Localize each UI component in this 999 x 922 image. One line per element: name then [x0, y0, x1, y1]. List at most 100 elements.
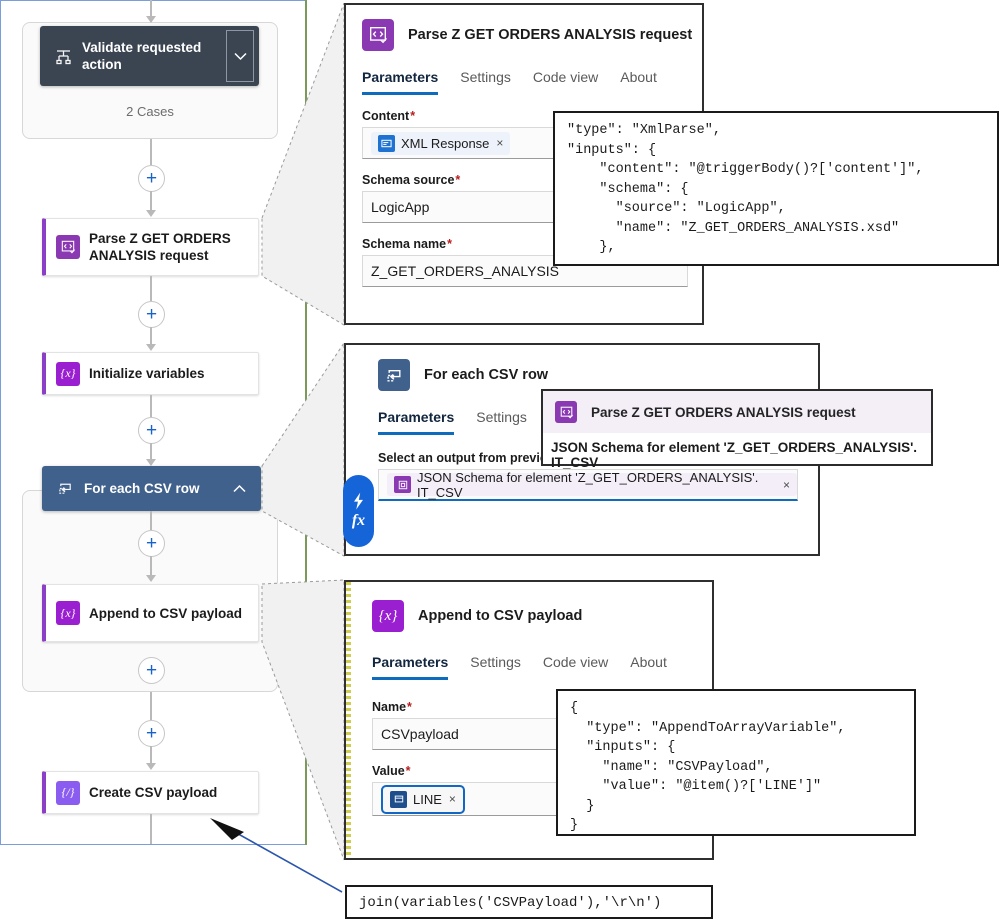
connector-arrow	[146, 16, 156, 23]
action-title-initialize-variables: Initialize variables	[89, 366, 205, 381]
add-step-button[interactable]: +	[138, 657, 165, 684]
connector-line	[150, 511, 152, 530]
token-line[interactable]: LINE ×	[381, 784, 465, 814]
remove-token-button[interactable]: ×	[448, 792, 456, 806]
chevron-down-icon	[233, 52, 247, 60]
switch-collapse-button[interactable]	[226, 30, 254, 82]
field-label-name: Name*	[372, 700, 712, 714]
remove-token-button[interactable]: ×	[496, 136, 504, 150]
tab-parameters[interactable]: Parameters	[378, 409, 455, 435]
panel-parse-title: Parse Z GET ORDERS ANALYSIS request	[408, 27, 693, 43]
panel-append-title: Append to CSV payload	[418, 608, 583, 624]
add-step-button[interactable]: +	[138, 417, 165, 444]
foreach-collapse-button[interactable]	[226, 484, 252, 493]
foreach-action-card[interactable]: For each CSV row	[42, 466, 261, 511]
tooltip-body: JSON Schema for element 'Z_GET_ORDERS_AN…	[551, 440, 918, 470]
tab-code-view[interactable]: Code view	[532, 69, 599, 85]
panel-append-tabs: Parameters Settings Code view About	[346, 632, 712, 680]
connector-line	[150, 443, 152, 460]
action-card-initialize-variables[interactable]: {x} Initialize variables	[42, 352, 259, 395]
connector-arrow	[146, 459, 156, 466]
compose-icon: {/}	[56, 780, 80, 805]
loop-icon	[378, 359, 410, 391]
required-marker: *	[405, 764, 411, 778]
panel-append-header: {x} Append to CSV payload	[346, 582, 712, 632]
required-marker: *	[447, 237, 452, 251]
field-label-schema-name: Schema name*	[362, 237, 702, 251]
action-title-parse: Parse Z GET ORDERS ANALYSIS request	[89, 231, 231, 263]
required-marker: *	[410, 109, 416, 123]
connector-arrow	[146, 763, 156, 770]
xml-parse-icon	[362, 19, 394, 51]
panel-foreach-title: For each CSV row	[424, 367, 549, 383]
fx-label: fx	[351, 512, 366, 529]
panel-parse-header: Parse Z GET ORDERS ANALYSIS request	[346, 5, 702, 51]
panel-foreach-header: For each CSV row	[346, 345, 818, 391]
connector-line	[150, 814, 152, 844]
token-label: JSON Schema for element 'Z_GET_ORDERS_AN…	[417, 469, 759, 500]
tab-settings[interactable]: Settings	[470, 654, 521, 670]
label-text: Content	[362, 109, 410, 123]
required-marker: *	[407, 700, 412, 714]
dynamic-content-button[interactable]: fx	[343, 475, 374, 547]
connector-line	[150, 0, 152, 18]
action-card-append-to-csv-payload[interactable]: {x} Append to CSV payload	[42, 584, 259, 642]
foreach-title: For each CSV row	[84, 481, 200, 496]
tab-code-view[interactable]: Code view	[542, 654, 609, 670]
tab-parameters[interactable]: Parameters	[362, 69, 439, 95]
xml-response-icon	[378, 134, 395, 152]
panel-append-left-stripe	[346, 582, 351, 858]
connector-arrow	[146, 344, 156, 351]
field-label-schema-source: Schema source*	[362, 173, 702, 187]
variable-glyph: {x}	[60, 366, 76, 380]
connector-line	[150, 556, 152, 576]
action-card-parse[interactable]: Parse Z GET ORDERS ANALYSIS request	[42, 218, 259, 276]
action-card-create-csv-payload[interactable]: {/} Create CSV payload	[42, 771, 259, 814]
token-label: LINE	[413, 791, 442, 807]
schema-token-icon	[394, 476, 411, 493]
code-snippet-append: { "type": "AppendToArrayVariable", "inpu…	[556, 689, 916, 836]
add-step-button[interactable]: +	[138, 530, 165, 557]
token-xml-response[interactable]: XML Response ×	[371, 131, 511, 155]
connector-line	[150, 139, 152, 165]
tooltip-title: Parse Z GET ORDERS ANALYSIS request	[591, 404, 856, 420]
switch-icon	[50, 48, 76, 65]
xml-parse-icon	[555, 401, 577, 423]
switch-action-card[interactable]: Validate requested action	[40, 26, 259, 86]
label-text: Value	[372, 764, 405, 778]
connector-line	[150, 276, 152, 301]
connector-arrow	[146, 575, 156, 582]
label-text: Schema name	[362, 237, 447, 251]
item-token-icon	[390, 790, 407, 808]
variable-glyph: {x}	[60, 605, 76, 620]
variable-icon: {x}	[56, 361, 80, 386]
connector-arrow	[146, 210, 156, 217]
chevron-up-icon	[232, 484, 246, 493]
field-label-value: Value*	[372, 764, 712, 778]
label-text: Name	[372, 700, 407, 714]
tooltip-parse-output: Parse Z GET ORDERS ANALYSIS request JSON…	[541, 389, 933, 470]
required-marker: *	[455, 173, 461, 187]
select-output-input[interactable]: JSON Schema for element 'Z_GET_ORDERS_AN…	[378, 469, 798, 501]
panel-parse-tabs: Parameters Settings Code view About	[346, 51, 702, 95]
tooltip-header: Parse Z GET ORDERS ANALYSIS request	[543, 391, 931, 433]
connector-line	[150, 692, 152, 720]
token-json-schema[interactable]: JSON Schema for element 'Z_GET_ORDERS_AN…	[387, 470, 797, 500]
action-title-append-to-csv-payload: Append to CSV payload	[89, 605, 243, 621]
lightning-icon	[354, 492, 363, 510]
tab-about[interactable]: About	[630, 654, 667, 670]
add-step-button[interactable]: +	[138, 165, 165, 192]
xml-parse-icon	[56, 235, 80, 259]
add-step-button[interactable]: +	[138, 720, 165, 747]
variable-icon: {x}	[56, 601, 80, 625]
remove-token-button[interactable]: ×	[782, 477, 790, 492]
tab-parameters[interactable]: Parameters	[372, 654, 449, 680]
tab-settings[interactable]: Settings	[476, 409, 527, 425]
tab-settings[interactable]: Settings	[460, 69, 511, 85]
tab-about[interactable]: About	[620, 69, 657, 85]
code-snippet-join: join(variables('CSVPayload'),'\r\n')	[345, 885, 713, 919]
add-step-button[interactable]: +	[138, 301, 165, 328]
variable-icon: {x}	[372, 600, 404, 632]
loop-icon	[52, 481, 78, 496]
action-title-create-csv-payload: Create CSV payload	[89, 785, 218, 800]
